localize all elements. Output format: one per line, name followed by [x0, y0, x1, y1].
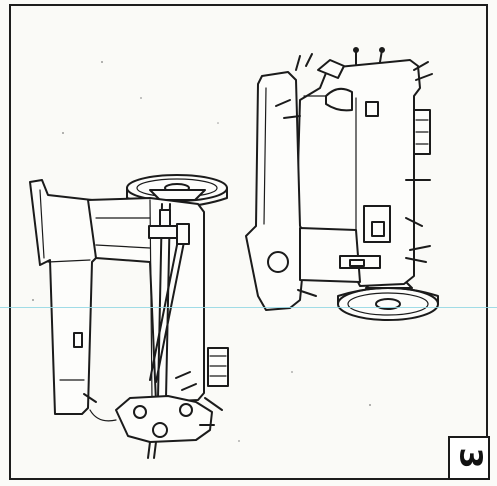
sewing-machine-head-right — [245, 47, 439, 321]
side-plate-left — [207, 347, 229, 387]
machine-bed-left — [29, 179, 97, 415]
handwheel-right — [337, 279, 439, 321]
bobbin-cover-right — [267, 251, 289, 273]
presser-foot-mechanism — [83, 371, 223, 459]
paper-specks — [32, 61, 371, 442]
machine-arm-left — [87, 197, 205, 403]
sewing-machine-head-left — [29, 174, 229, 459]
page-number: 3 — [452, 447, 487, 469]
page-number-box: 3 — [448, 436, 490, 480]
scanner-line-artifact — [0, 307, 497, 308]
machine-bed-right — [245, 71, 307, 311]
